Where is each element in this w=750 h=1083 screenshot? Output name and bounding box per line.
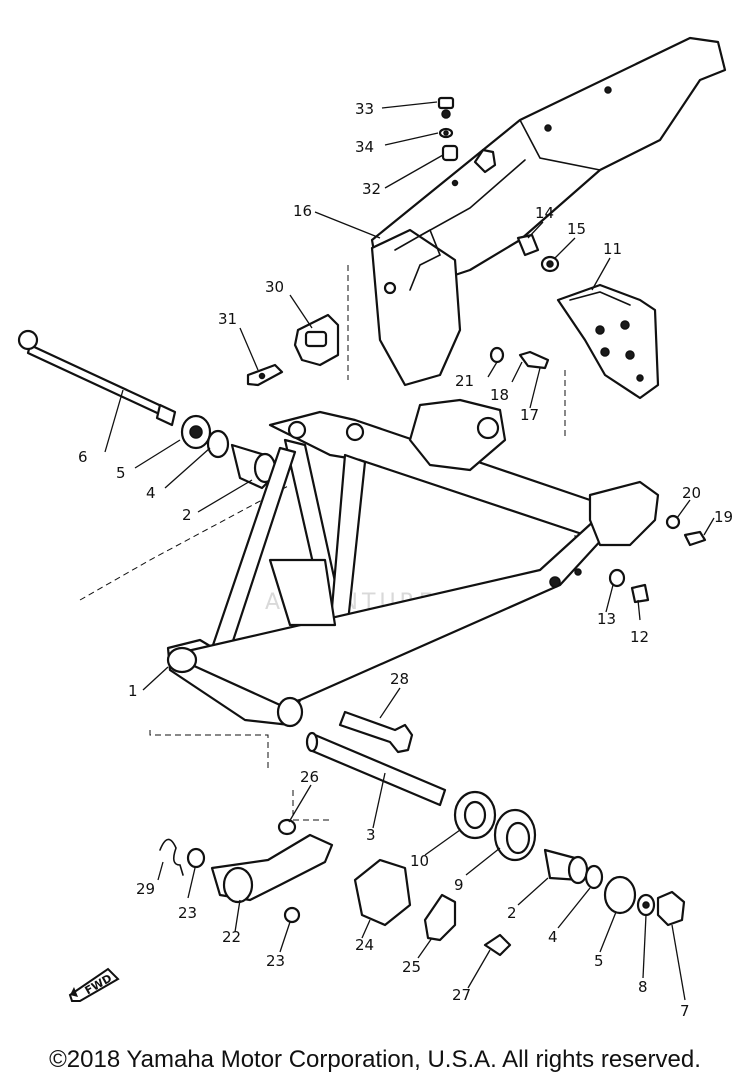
callout-14: 14 bbox=[535, 204, 554, 222]
callout-6: 6 bbox=[78, 448, 88, 466]
callout-23-right: 23 bbox=[266, 952, 285, 970]
right-side-hardware bbox=[608, 514, 707, 604]
clamp-30-31 bbox=[246, 313, 340, 387]
callout-19: 19 bbox=[714, 508, 733, 526]
callout-5-upper: 5 bbox=[116, 464, 126, 482]
callout-29: 29 bbox=[136, 880, 155, 898]
callout-23-left: 23 bbox=[178, 904, 197, 922]
callout-20: 20 bbox=[682, 484, 701, 502]
copyright-footer: ©2018 Yamaha Motor Corporation, U.S.A. A… bbox=[49, 1046, 701, 1073]
callout-13: 13 bbox=[597, 610, 616, 628]
callout-30: 30 bbox=[265, 278, 284, 296]
callout-25: 25 bbox=[402, 958, 421, 976]
callout-34: 34 bbox=[355, 138, 374, 156]
callout-16: 16 bbox=[293, 202, 312, 220]
callout-32: 32 bbox=[362, 180, 381, 198]
callout-7: 7 bbox=[680, 1002, 690, 1020]
callout-26: 26 bbox=[300, 768, 319, 786]
callout-11: 11 bbox=[603, 240, 622, 258]
callout-4-upper: 4 bbox=[146, 484, 156, 502]
callout-9: 9 bbox=[454, 876, 464, 894]
pivot-shaft-6 bbox=[17, 329, 277, 490]
callout-27: 27 bbox=[452, 986, 471, 1004]
upper-hardware bbox=[437, 96, 560, 370]
callout-15: 15 bbox=[567, 220, 586, 238]
callout-33: 33 bbox=[355, 100, 374, 118]
callout-1: 1 bbox=[128, 682, 138, 700]
callout-2-upper: 2 bbox=[182, 506, 192, 524]
callout-labels: 33 34 32 16 14 15 11 30 31 21 18 17 6 5 … bbox=[78, 100, 733, 1020]
callout-17: 17 bbox=[520, 406, 539, 424]
callout-10: 10 bbox=[410, 852, 429, 870]
bracket-11 bbox=[556, 283, 660, 400]
fwd-arrow-icon bbox=[68, 967, 120, 1002]
callout-31: 31 bbox=[218, 310, 237, 328]
leader-lines bbox=[104, 101, 715, 1001]
callout-12: 12 bbox=[630, 628, 649, 646]
callout-2-lower: 2 bbox=[507, 904, 517, 922]
callout-4-lower: 4 bbox=[548, 928, 558, 946]
callout-8: 8 bbox=[638, 978, 648, 996]
rear-frame-rail bbox=[370, 36, 727, 387]
callout-21: 21 bbox=[455, 372, 474, 390]
callout-5-lower: 5 bbox=[594, 952, 604, 970]
callout-18: 18 bbox=[490, 386, 509, 404]
callout-3: 3 bbox=[366, 826, 376, 844]
callout-24: 24 bbox=[355, 936, 374, 954]
callout-22: 22 bbox=[222, 928, 241, 946]
callout-28: 28 bbox=[390, 670, 409, 688]
swingarm-frame bbox=[166, 398, 660, 728]
lower-parts bbox=[159, 710, 686, 957]
